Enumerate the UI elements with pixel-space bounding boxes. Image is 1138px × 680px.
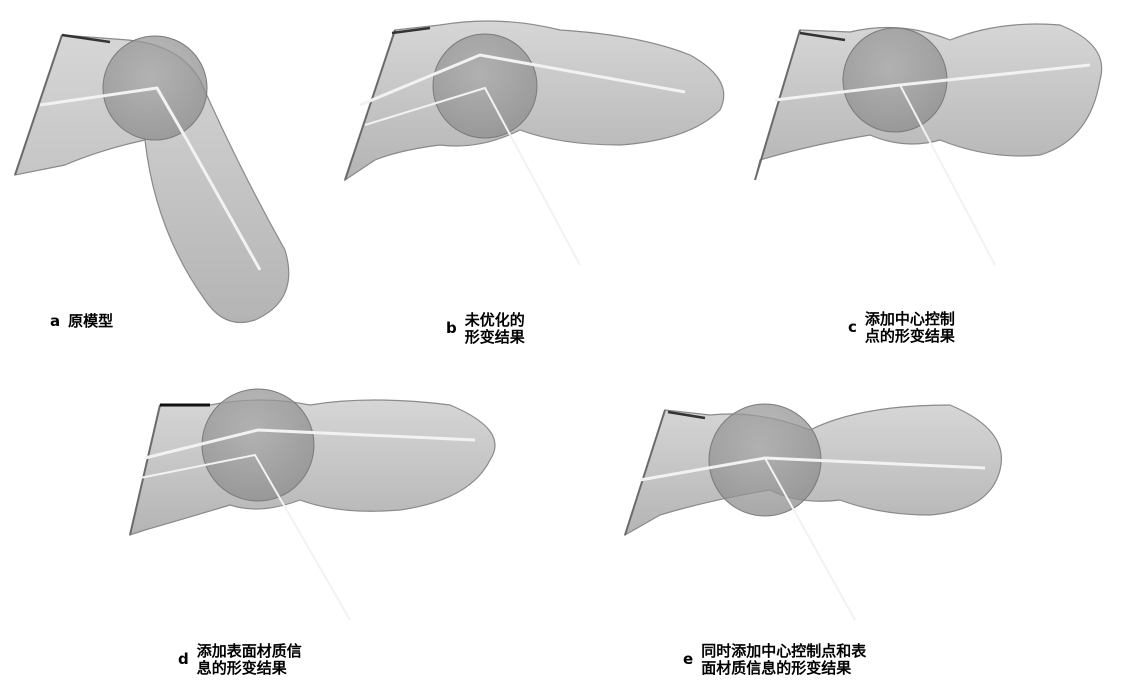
- caption-e-line-1: 同时添加中心控制点和表: [701, 643, 866, 660]
- caption-e-line-2: 面材质信息的形变结果: [701, 660, 866, 677]
- caption-c-line-1: 添加中心控制: [865, 311, 955, 328]
- caption-e: e 同时添加中心控制点和表 面材质信息的形变结果: [683, 643, 866, 676]
- caption-b-line-2: 形变结果: [465, 329, 525, 346]
- caption-d-line-1: 添加表面材质信: [197, 643, 302, 660]
- caption-b: b 未优化的 形变结果: [446, 312, 525, 345]
- caption-d: d 添加表面材质信 息的形变结果: [178, 643, 302, 676]
- caption-d-line-2: 息的形变结果: [197, 660, 302, 677]
- caption-a: a 原模型: [50, 313, 113, 330]
- caption-e-letter: e: [683, 651, 693, 668]
- caption-c-line-2: 点的形变结果: [865, 328, 955, 345]
- caption-b-line-1: 未优化的: [465, 312, 525, 329]
- panel-c-model: [755, 24, 1102, 265]
- panel-b-model: [345, 21, 724, 265]
- caption-c-letter: c: [848, 319, 857, 336]
- caption-b-letter: b: [446, 320, 457, 337]
- caption-a-line-1: 原模型: [68, 313, 113, 330]
- panel-e-model: [625, 404, 1001, 620]
- caption-d-letter: d: [178, 651, 189, 668]
- panel-a-model: [15, 35, 289, 323]
- panel-d-model: [130, 389, 495, 620]
- caption-a-letter: a: [50, 313, 60, 330]
- caption-c: c 添加中心控制 点的形变结果: [848, 311, 955, 344]
